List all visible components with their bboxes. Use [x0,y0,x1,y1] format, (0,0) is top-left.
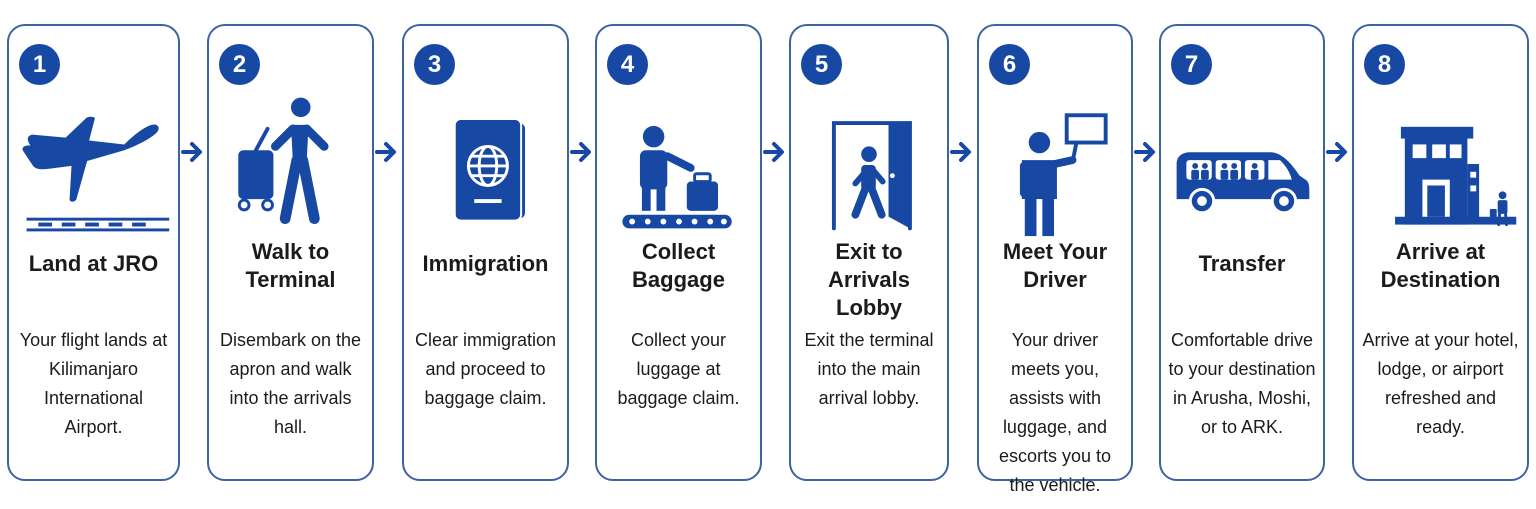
step-number-badge: 6 [989,44,1030,85]
step-card-3: 3 Immigration Clear immigration and proc… [402,24,569,481]
step-title: Collect Baggage [632,239,725,292]
arrow-right-icon [569,139,595,165]
step-title: Meet Your Driver [1002,239,1108,292]
step-number-badge: 1 [19,44,60,85]
step-description: Comfortable drive to your destination in… [1168,330,1316,437]
hotel-building-icon [1354,88,1527,238]
step-description: Your driver meets you, assists with lugg… [998,330,1112,495]
arrow-right-icon [374,139,400,165]
exit-door-icon [791,88,947,238]
step-title: Walk to Terminal [245,239,336,292]
step-title: Arrive at Destination [1380,239,1501,292]
driver-holding-sign-icon [979,88,1131,238]
passport-icon [404,88,567,238]
traveler-with-suitcase-icon [209,88,372,238]
step-card-6: 6 Meet Your Driver Your driver meets you… [977,24,1133,495]
arrow-right-icon [180,139,206,165]
airplane-landing-icon [9,88,178,238]
step-number-badge: 5 [801,44,842,85]
step-description: Exit the terminal into the main arrival … [804,330,934,408]
step-title: Immigration [422,251,549,276]
step-description: Arrive at your hotel, lodge, or airport … [1362,330,1519,437]
baggage-carousel-icon [597,88,760,238]
step-description: Clear immigration and proceed to baggage… [414,330,557,408]
step-title: Exit to Arrivals Lobby [828,239,910,320]
step-number-badge: 8 [1364,44,1405,85]
step-card-1: 1 Land at JRO Your flight lands at Kilim… [7,24,180,481]
arrow-right-icon [1133,139,1159,165]
step-card-4: 4 Co [595,24,762,481]
step-description: Disembark on the apron and walk into the… [219,330,362,437]
step-description: Your flight lands at Kilimanjaro Interna… [19,330,168,437]
step-number-badge: 3 [414,44,455,85]
step-description: Collect your luggage at baggage claim. [617,330,740,408]
step-title: Transfer [1198,251,1286,276]
arrow-right-icon [762,139,788,165]
arrow-right-icon [949,139,975,165]
step-card-5: 5 Exit to Arrivals Lobby Exit the termin… [789,24,949,481]
step-card-8: 8 [1352,24,1529,481]
arrow-right-icon [1325,139,1351,165]
step-card-7: 7 [1159,24,1325,481]
step-title: Land at JRO [28,251,159,276]
van-with-passengers-icon [1161,88,1323,238]
step-number-badge: 2 [219,44,260,85]
step-number-badge: 7 [1171,44,1212,85]
step-card-2: 2 Walk to Terminal Disembark on the apro [207,24,374,481]
step-number-badge: 4 [607,44,648,85]
